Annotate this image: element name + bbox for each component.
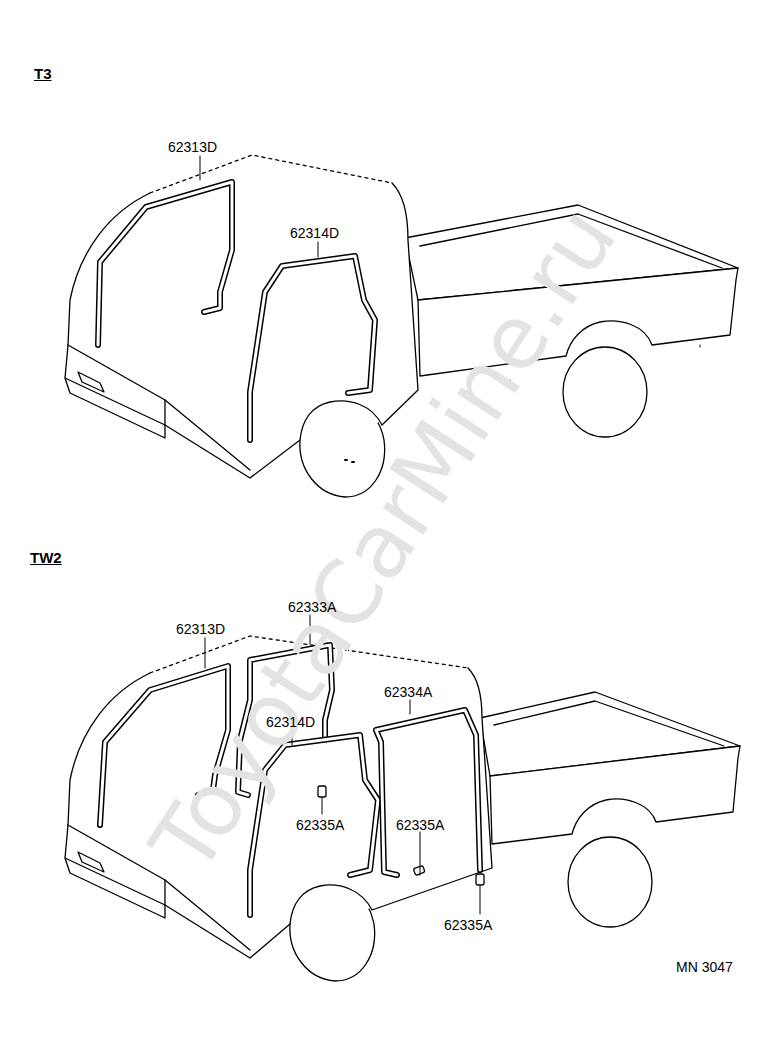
clip-part [318,786,326,797]
part-number: 62334A [384,685,432,699]
clip-part [476,874,484,885]
part-number: 62313D [168,140,217,154]
section-heading: T3 [34,66,52,81]
part-number: 62335A [396,818,444,832]
figure-code: MN 3047 [676,960,733,974]
part-number: 62313D [176,622,225,636]
windshield-seal [98,182,232,345]
door-seal [250,256,375,440]
part-number: 62314D [290,226,339,240]
part-number: 62335A [444,918,492,932]
section-heading: TW2 [30,550,62,565]
rear-door-seal [376,710,480,875]
part-number: 62335A [296,818,344,832]
part-number: 62333A [288,600,336,614]
clip-part [413,865,425,875]
part-number: 62314D [266,715,315,729]
